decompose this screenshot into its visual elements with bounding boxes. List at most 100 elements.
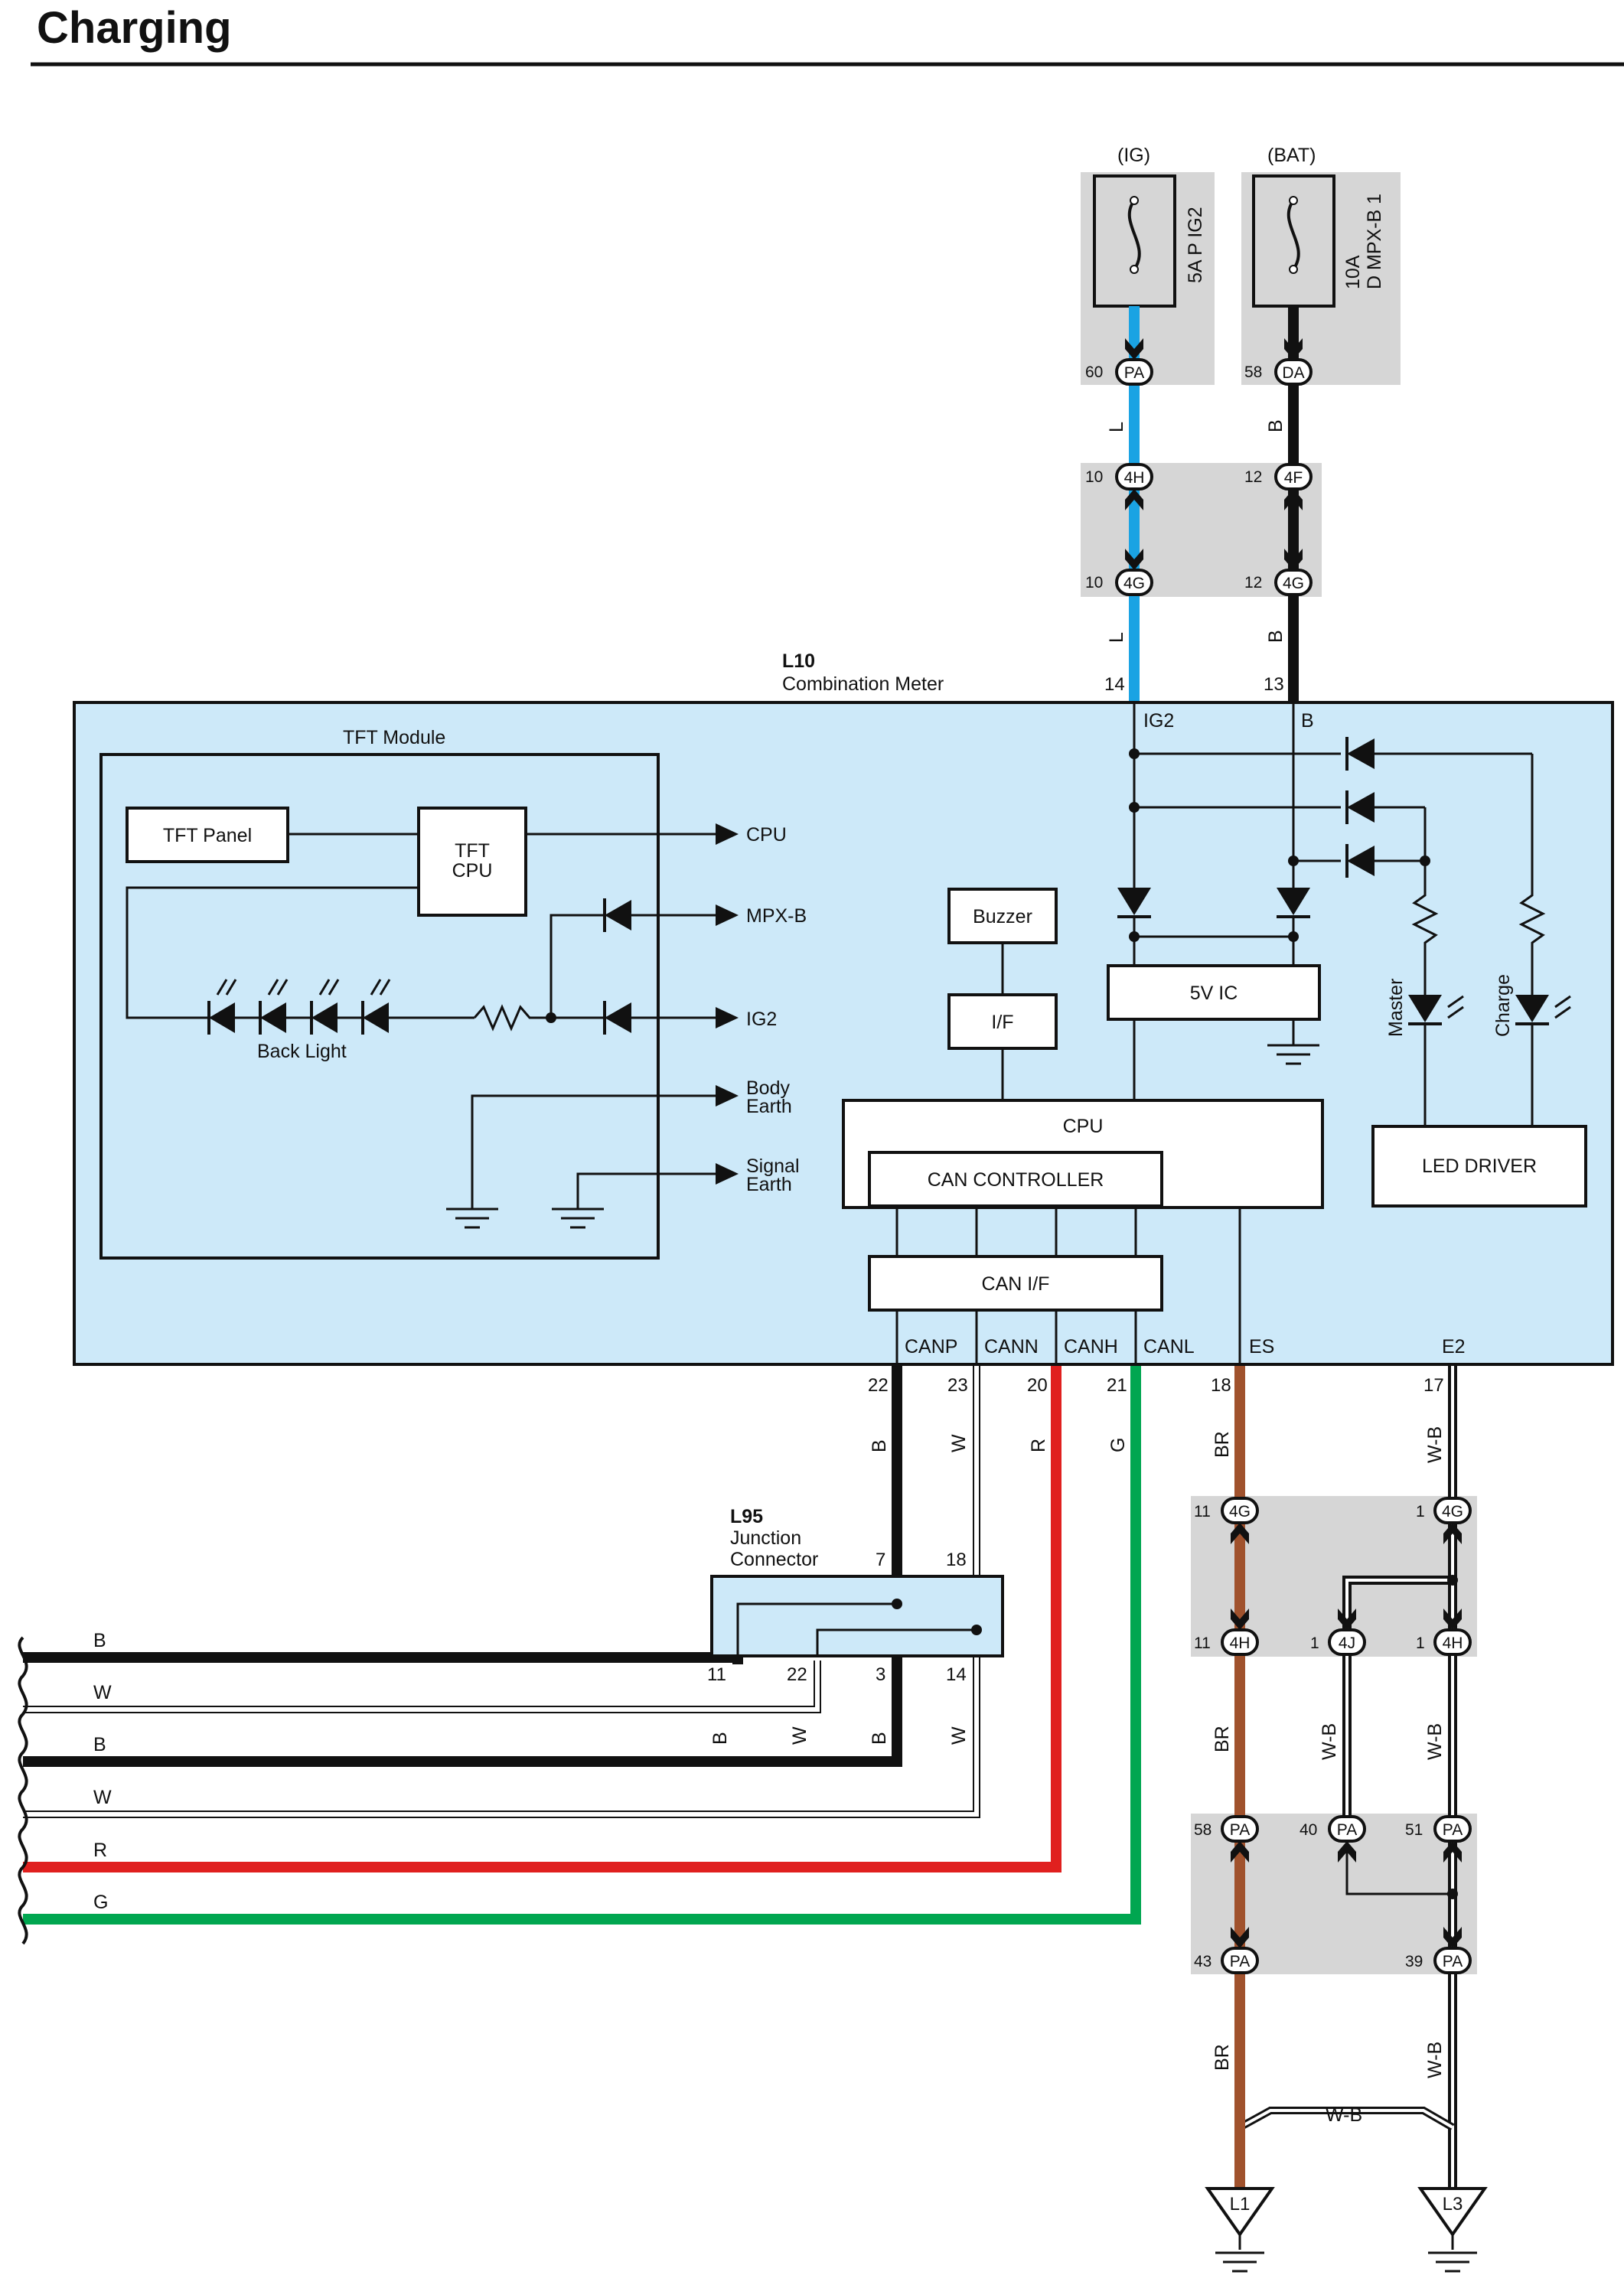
resistor-charge-icon bbox=[1518, 888, 1546, 995]
pin-21: 21 bbox=[1107, 1375, 1127, 1396]
break-marks bbox=[18, 1636, 28, 1945]
wire-code-br-1: BR bbox=[1211, 1726, 1233, 1752]
fuse-bat-header: (BAT) bbox=[1267, 145, 1316, 166]
conn-pa-5: PA bbox=[1443, 1953, 1463, 1970]
conn-4g-d: 4G bbox=[1442, 1503, 1463, 1520]
diode-ig2-icon bbox=[605, 1002, 631, 1033]
pin-14: 14 bbox=[1104, 674, 1125, 695]
ground-signal-earth-icon bbox=[552, 1208, 604, 1229]
pin-20: 20 bbox=[1027, 1375, 1048, 1396]
can-if bbox=[868, 1255, 1163, 1312]
led-driver bbox=[1371, 1125, 1587, 1208]
l95-wire-b3: B bbox=[869, 1732, 890, 1745]
pin-39-pa: 39 bbox=[1405, 1953, 1423, 1970]
pin-58-pa: 58 bbox=[1194, 1821, 1211, 1839]
bus-label-w1: W bbox=[93, 1682, 112, 1703]
wire-code-wb-2: W-B bbox=[1424, 1723, 1446, 1760]
led-driver-label: LED DRIVER bbox=[1422, 1155, 1537, 1177]
conn-pa-3: PA bbox=[1443, 1821, 1463, 1839]
body-earth-label-2: Earth bbox=[746, 1096, 792, 1117]
pin-13: 13 bbox=[1264, 674, 1284, 695]
pin-11-4g: 11 bbox=[1194, 1503, 1211, 1520]
l95-internal bbox=[736, 1602, 977, 1656]
led-master-icon bbox=[1408, 995, 1442, 1022]
tft-panel bbox=[126, 807, 289, 863]
pin-40-pa: 40 bbox=[1300, 1821, 1317, 1839]
wire-bat-code-2: B bbox=[1265, 630, 1286, 643]
pin-60: 60 bbox=[1085, 363, 1103, 381]
tft-out-cpu: CPU bbox=[746, 824, 787, 846]
bus-label-b2: B bbox=[93, 1734, 106, 1755]
pin-12-4f: 12 bbox=[1244, 468, 1262, 486]
l95-pin-18: 18 bbox=[946, 1550, 967, 1570]
fuse-bat-element-icon bbox=[1286, 199, 1300, 271]
can-internal-lines bbox=[895, 1206, 1241, 1364]
signal-earth-label-2: Earth bbox=[746, 1174, 792, 1195]
wire-canl-g bbox=[23, 1366, 1141, 1925]
l95-wire-b4: W bbox=[948, 1726, 970, 1745]
l95-pin-22: 22 bbox=[787, 1664, 807, 1685]
led-charge-icon bbox=[1515, 995, 1549, 1022]
conn-4h-c: 4H bbox=[1443, 1635, 1463, 1652]
connector-pins-top: 60 PA 58 DA 10 4H 12 4F 10 4G 12 4G bbox=[1085, 358, 1313, 596]
ic-5v-label: 5V IC bbox=[1190, 983, 1238, 1004]
cpu-label: CPU bbox=[1063, 1116, 1104, 1137]
term-es: ES bbox=[1249, 1336, 1274, 1357]
pin-43-pa: 43 bbox=[1194, 1953, 1211, 1970]
led-icon-2 bbox=[259, 1001, 286, 1035]
tft-out-mpxb: MPX-B bbox=[746, 905, 807, 927]
wire-code-wb-4: W-B bbox=[1326, 2104, 1362, 2126]
can-controller bbox=[868, 1151, 1163, 1208]
wire-ig-code-2: L bbox=[1106, 632, 1127, 643]
conn-4g-c: 4G bbox=[1229, 1503, 1251, 1520]
fuse-ig-element-icon bbox=[1127, 199, 1141, 271]
resistor-icon bbox=[473, 1004, 551, 1032]
backlight-label: Back Light bbox=[257, 1041, 347, 1062]
fuse-bat: (BAT) 10A D MPX-B 1 bbox=[1241, 145, 1401, 385]
fuse-bat-label-1: 10A bbox=[1342, 255, 1364, 289]
wire-code-cann: W bbox=[948, 1434, 970, 1452]
connector-chevrons-top bbox=[1125, 338, 1303, 570]
l95-connector bbox=[710, 1575, 1004, 1657]
wire-e2-wb bbox=[1236, 1366, 1457, 2189]
connector-chevrons-right bbox=[1231, 1523, 1462, 1948]
backlight-leds bbox=[207, 979, 474, 1035]
pin-58: 58 bbox=[1244, 363, 1262, 381]
can-if-label: CAN I/F bbox=[982, 1273, 1050, 1295]
led-icon-1 bbox=[207, 1001, 235, 1035]
l95-name-2: Connector bbox=[730, 1549, 818, 1570]
tft-panel-label: TFT Panel bbox=[163, 825, 252, 846]
ground-l3-icon bbox=[1417, 2187, 1488, 2237]
tft-module-label: TFT Module bbox=[343, 727, 445, 748]
conn-pa-4: PA bbox=[1230, 1953, 1250, 1970]
l95-wire-b1: B bbox=[709, 1732, 731, 1745]
meter-term-ig2: IG2 bbox=[1143, 710, 1174, 732]
resistor-master-icon bbox=[1411, 888, 1439, 995]
l95-id: L95 bbox=[730, 1506, 763, 1527]
pin-51-pa: 51 bbox=[1405, 1821, 1423, 1839]
ground-body-earth-icon bbox=[446, 1208, 498, 1229]
wire-code-es: BR bbox=[1211, 1431, 1233, 1458]
pin-10-4h: 10 bbox=[1085, 468, 1103, 486]
meter-id: L10 bbox=[782, 650, 815, 672]
conn-4f: 4F bbox=[1284, 469, 1303, 487]
conn-pa-2: PA bbox=[1337, 1821, 1357, 1839]
tft-cpu-label-1: TFT bbox=[455, 840, 490, 862]
fuse-ig-box bbox=[1081, 172, 1215, 385]
bus-label-r: R bbox=[93, 1840, 107, 1861]
pin-12-4g: 12 bbox=[1244, 574, 1262, 592]
led-icon-3 bbox=[310, 1001, 338, 1035]
bus-label-g: G bbox=[93, 1892, 108, 1913]
pin-18: 18 bbox=[1211, 1375, 1231, 1396]
fuse-ig-label: 5A P IG2 bbox=[1185, 207, 1206, 283]
pin-1-4g: 1 bbox=[1416, 1503, 1425, 1520]
diode-b-down-icon bbox=[1277, 888, 1310, 915]
pin-22: 22 bbox=[868, 1375, 889, 1396]
wire-code-wb-1: W-B bbox=[1319, 1723, 1340, 1760]
fuse-bat-label-2: D MPX-B 1 bbox=[1364, 194, 1385, 289]
ground-5vic-icon bbox=[1267, 1019, 1319, 1065]
arrow-body-earth-icon bbox=[716, 1085, 739, 1107]
fuse-ig: (IG) 5A P IG2 bbox=[1081, 145, 1215, 385]
arrow-mpxb-icon bbox=[716, 904, 739, 926]
